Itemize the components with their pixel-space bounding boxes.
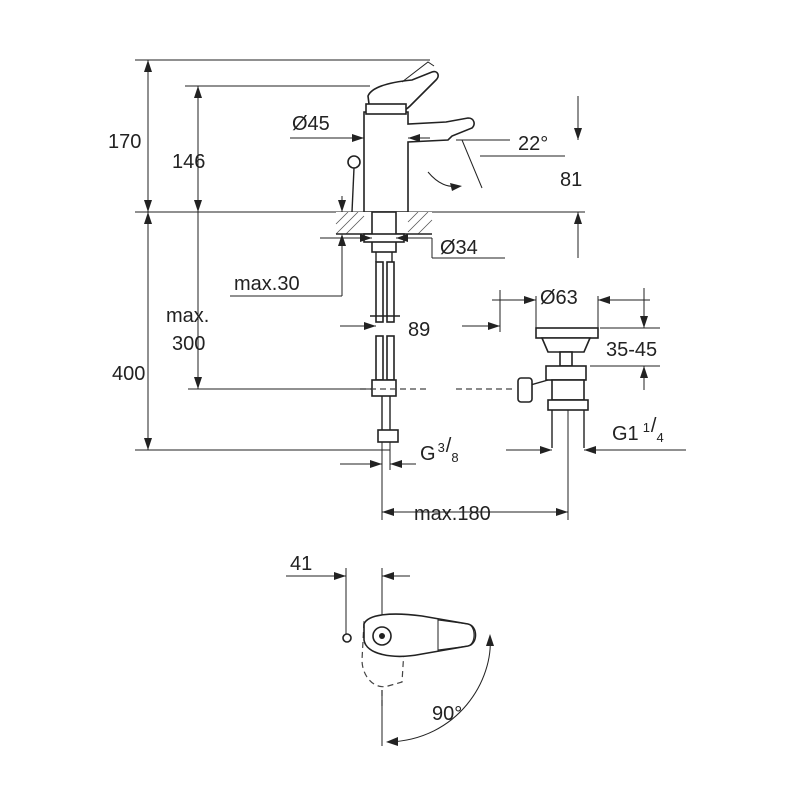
label-waste-offset: 89 [408,319,430,341]
faucet-top-view [286,568,494,746]
label-supply-max-1: max. [166,305,209,327]
label-lever-offset: 41 [290,553,312,575]
label-waste-diameter: Ø63 [540,287,578,309]
label-spout-reach: 81 [560,169,582,191]
label-supply-max-2: 300 [172,333,205,355]
faucet-front-view [135,59,585,443]
label-hole-diameter: Ø34 [440,237,478,259]
label-rotation-angle: 90° [432,703,462,725]
label-height-spout: 146 [172,151,205,173]
label-hose-length: 400 [112,363,145,385]
faucet-body [363,111,475,213]
label-body-diameter: Ø45 [292,113,330,135]
dimension-lines [135,60,686,520]
label-waste-max-distance: max.180 [414,503,491,525]
label-waste-range: 35-45 [606,339,657,361]
waste-assembly [360,299,650,448]
label-height-total: 170 [108,131,141,153]
label-spout-angle: 22° [518,133,548,155]
dimension-labels: 170 146 Ø45 22° 81 Ø34 max.30 max. 300 4… [108,113,664,725]
label-max-thickness: max.30 [234,273,300,295]
